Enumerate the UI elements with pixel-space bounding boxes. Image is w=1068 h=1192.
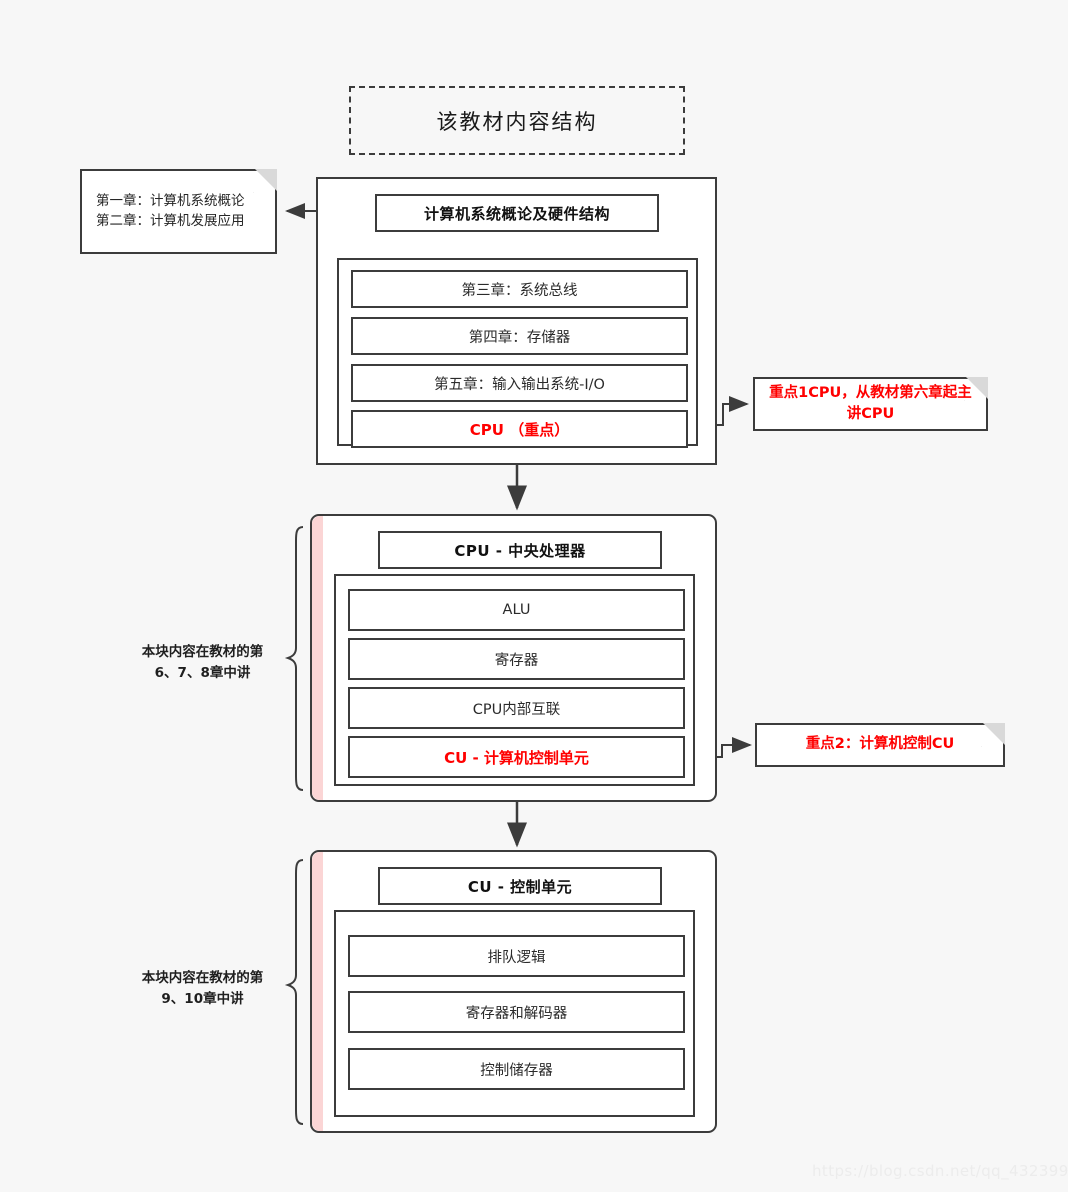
block3-item-2[interactable]: 控制储存器 xyxy=(348,1048,685,1090)
note-chapters-line2: 第二章：计算机发展应用 xyxy=(96,212,245,229)
block2-brace-label: 本块内容在教材的第 6、7、8章中讲 xyxy=(115,642,290,684)
block1-item-3-cpu[interactable]: CPU （重点） xyxy=(351,410,688,448)
brace-block3 xyxy=(284,859,304,1125)
block3-item-1[interactable]: 寄存器和解码器 xyxy=(348,991,685,1033)
block2-brace-label-line2: 6、7、8章中讲 xyxy=(154,664,251,681)
block2-item-0[interactable]: ALU xyxy=(348,589,685,631)
block3-brace-label-line1: 本块内容在教材的第 xyxy=(141,970,264,986)
block2-header: CPU - 中央处理器 xyxy=(378,531,662,569)
note-focus-cpu: 重点1CPU，从教材第六章起主讲CPU xyxy=(753,377,988,431)
page-title: 该教材内容结构 xyxy=(436,109,598,134)
block2-item-2[interactable]: CPU内部互联 xyxy=(348,687,685,729)
note-focus2-text: 重点2：计算机控制CU xyxy=(805,736,955,753)
block3-brace-label-line2: 9、10章中讲 xyxy=(161,990,244,1007)
note-focus1-text: 重点1CPU，从教材第六章起主讲CPU xyxy=(769,384,972,422)
watermark: https://blog.csdn.net/qq_43239976 xyxy=(812,1162,1068,1180)
block2-item-1[interactable]: 寄存器 xyxy=(348,638,685,680)
block1-item-2[interactable]: 第五章：输入输出系统-I/O xyxy=(351,364,688,402)
block3-brace-label: 本块内容在教材的第 9、10章中讲 xyxy=(115,968,290,1010)
brace-block2 xyxy=(284,526,304,791)
block1-header: 计算机系统概论及硬件结构 xyxy=(375,194,659,232)
note-fold-edge-icon xyxy=(981,723,1005,747)
block3-inner-container: 排队逻辑 寄存器和解码器 控制储存器 xyxy=(334,910,695,1117)
note-chapters: 第一章：计算机系统概论 第二章：计算机发展应用 xyxy=(80,169,277,254)
block3-header: CU - 控制单元 xyxy=(378,867,662,905)
note-focus-cu: 重点2：计算机控制CU xyxy=(755,723,1005,767)
block2-inner-container: ALU 寄存器 CPU内部互联 CU - 计算机控制单元 xyxy=(334,574,695,786)
note-chapters-text: 第一章：计算机系统概论 第二章：计算机发展应用 xyxy=(82,188,275,235)
diagram-title-box: 该教材内容结构 xyxy=(349,86,685,155)
block1-inner-container: 第三章：系统总线 第四章：存储器 第五章：输入输出系统-I/O CPU （重点） xyxy=(337,258,698,448)
block3-item-0[interactable]: 排队逻辑 xyxy=(348,935,685,977)
block2-brace-label-line1: 本块内容在教材的第 xyxy=(141,644,264,660)
note-chapters-line1: 第一章：计算机系统概论 xyxy=(96,192,245,209)
block2-item-3-cu[interactable]: CU - 计算机控制单元 xyxy=(348,736,685,778)
block1-item-0[interactable]: 第三章：系统总线 xyxy=(351,270,688,308)
block1-item-1[interactable]: 第四章：存储器 xyxy=(351,317,688,355)
block3-accent-stripe xyxy=(312,852,323,1131)
block2-accent-stripe xyxy=(312,516,323,800)
